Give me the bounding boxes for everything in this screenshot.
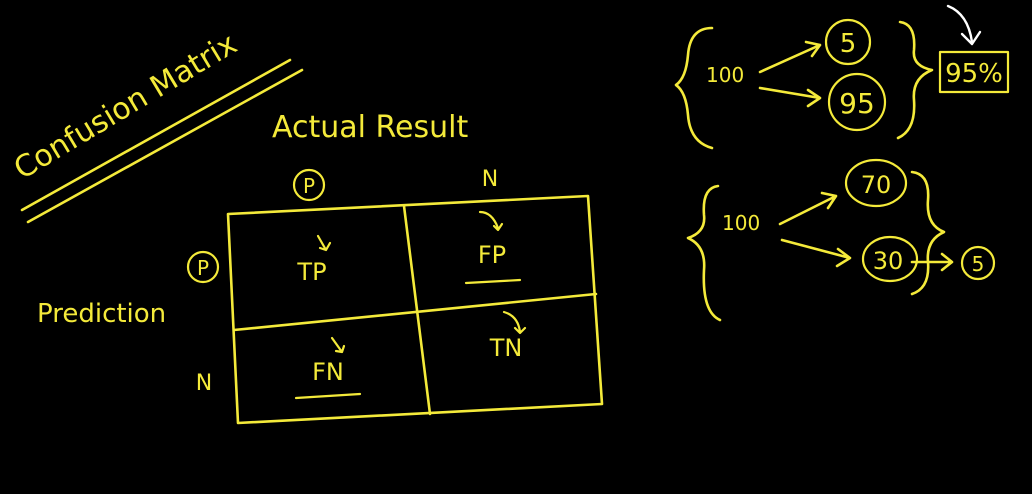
svg-text:70: 70 bbox=[861, 171, 892, 199]
example2-arrow-a bbox=[778, 191, 838, 226]
example1-result-box: 95% bbox=[938, 50, 1010, 94]
example2-branch-b: 30 bbox=[861, 235, 919, 283]
cell-fp-arrow bbox=[478, 210, 504, 232]
svg-text:95: 95 bbox=[839, 87, 875, 120]
cell-tn: TN bbox=[489, 334, 523, 362]
cell-fp: FP bbox=[478, 241, 506, 269]
example2-right-brace bbox=[910, 170, 946, 296]
cell-tp-arrow bbox=[316, 234, 332, 252]
example2-arrow-b bbox=[780, 238, 852, 268]
example1-arrow-a bbox=[758, 40, 822, 74]
svg-text:5: 5 bbox=[840, 29, 857, 59]
row-p-label: P bbox=[197, 256, 209, 280]
actual-result-label: Actual Result bbox=[272, 110, 468, 145]
example1-left-brace bbox=[674, 26, 714, 150]
example2-arrow-c bbox=[910, 252, 954, 272]
example1-white-arrow bbox=[946, 4, 982, 46]
cell-fn: FN bbox=[312, 358, 344, 386]
svg-text:95%: 95% bbox=[945, 59, 1003, 89]
cell-fp-underline bbox=[464, 278, 522, 285]
example1-branch-a: 5 bbox=[824, 18, 872, 66]
title-underline bbox=[20, 58, 304, 224]
column-p-label: P bbox=[303, 174, 315, 198]
cell-fn-arrow bbox=[330, 336, 346, 354]
example1-arrow-b bbox=[758, 86, 822, 108]
column-n-label: N bbox=[482, 167, 498, 192]
cell-tp: TP bbox=[296, 258, 326, 286]
example2-total: 100 bbox=[722, 211, 760, 235]
row-p-marker: P bbox=[186, 250, 220, 284]
example2-branch-a: 70 bbox=[844, 158, 908, 208]
example1-branch-b: 95 bbox=[827, 72, 887, 132]
example1-total: 100 bbox=[706, 63, 744, 87]
example2-branch-c: 5 bbox=[960, 245, 996, 281]
example2-left-brace bbox=[686, 184, 722, 322]
example1-right-brace bbox=[896, 20, 934, 140]
svg-text:30: 30 bbox=[873, 247, 904, 275]
prediction-label: Prediction bbox=[37, 299, 166, 329]
cell-tn-arrow bbox=[502, 310, 527, 335]
svg-text:5: 5 bbox=[972, 252, 985, 276]
confusion-matrix-grid bbox=[226, 194, 604, 425]
row-n-label: N bbox=[196, 371, 212, 396]
cell-fn-underline bbox=[294, 392, 362, 400]
column-p-marker: P bbox=[292, 168, 326, 202]
